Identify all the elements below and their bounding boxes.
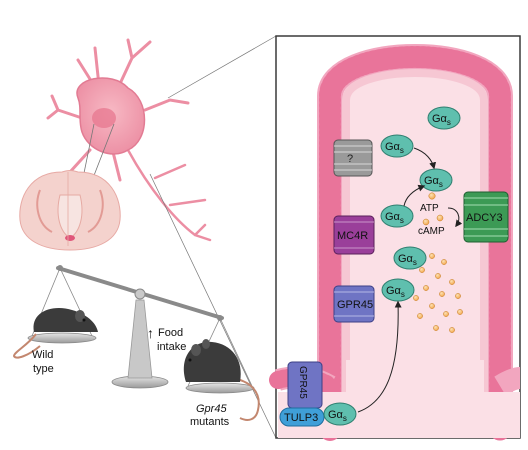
galpha-main: Gα <box>385 211 401 223</box>
unknown-receptor: ? <box>333 139 373 177</box>
galpha-s-gpr45: Gαs <box>381 278 415 302</box>
svg-text:Gαs: Gαs <box>424 175 443 189</box>
wild-type-line1: Wild <box>32 349 53 361</box>
galpha-sub: s <box>439 180 443 189</box>
adcy3-enzyme: ADCY3 <box>463 191 509 243</box>
svg-text:Gαs: Gαs <box>386 285 405 299</box>
svg-text:Gαs: Gαs <box>398 253 417 267</box>
mc4r-receptor: MC4R <box>333 215 375 255</box>
mc4r-label: MC4R <box>337 230 368 242</box>
tulp3-label: TULP3 <box>284 412 318 424</box>
camp-label: cAMP <box>418 226 445 237</box>
wild-type-mouse <box>12 308 98 359</box>
gpr45-receptor: GPR45 <box>333 285 375 323</box>
galpha-main: Gα <box>328 409 344 421</box>
galpha-s-unknown: Gαs <box>380 134 414 158</box>
signal-arrows <box>357 147 437 413</box>
svg-text:Gαs: Gαs <box>385 141 404 155</box>
food-intake-line2: intake <box>157 341 186 353</box>
food-intake-arrow: ↑ <box>147 325 154 341</box>
galpha-main: Gα <box>424 175 440 187</box>
wild-type-line2: type <box>33 363 54 375</box>
galpha-sub: s <box>343 414 347 423</box>
gpr45-mutant-mouse <box>183 339 260 421</box>
unknown-receptor-label: ? <box>347 153 353 165</box>
camp-molecules <box>413 253 463 333</box>
svg-text:Gαs: Gαs <box>385 211 404 225</box>
galpha-s-active: Gαs <box>419 168 453 192</box>
mutant-word-label: mutants <box>190 416 230 428</box>
food-intake-line1: Food <box>158 327 183 339</box>
tulp3-adaptor: TULP3 <box>279 407 325 427</box>
zoom-lines-panel <box>149 35 277 439</box>
galpha-sub: s <box>401 290 405 299</box>
galpha-s-top: Gαs <box>427 106 461 130</box>
atp-label: ATP <box>420 203 439 214</box>
mutant-gene-label: Gpr45 <box>196 403 227 415</box>
balance-scale <box>27 265 255 394</box>
galpha-s-middle: Gαs <box>393 246 427 270</box>
galpha-main: Gα <box>386 285 402 297</box>
galpha-sub: s <box>400 216 404 225</box>
galpha-main: Gα <box>398 253 414 265</box>
gpr45-base-label: GPR45 <box>297 366 308 399</box>
gpr45-membrane-label: GPR45 <box>337 299 373 311</box>
atp-camp-conversion: ATP cAMP <box>418 192 463 237</box>
gpr45-base-receptor: GPR45 <box>287 361 323 409</box>
svg-text:Gαs: Gαs <box>328 409 347 423</box>
galpha-sub: s <box>400 146 404 155</box>
galpha-main: Gα <box>432 113 448 125</box>
svg-text:Gαs: Gαs <box>432 113 451 127</box>
galpha-sub: s <box>413 258 417 267</box>
galpha-s-mc4r: Gαs <box>380 204 414 228</box>
adcy3-label: ADCY3 <box>466 212 503 224</box>
galpha-s-base: Gαs <box>323 402 357 426</box>
galpha-main: Gα <box>385 141 401 153</box>
galpha-sub: s <box>447 118 451 127</box>
brain-section <box>19 170 121 251</box>
